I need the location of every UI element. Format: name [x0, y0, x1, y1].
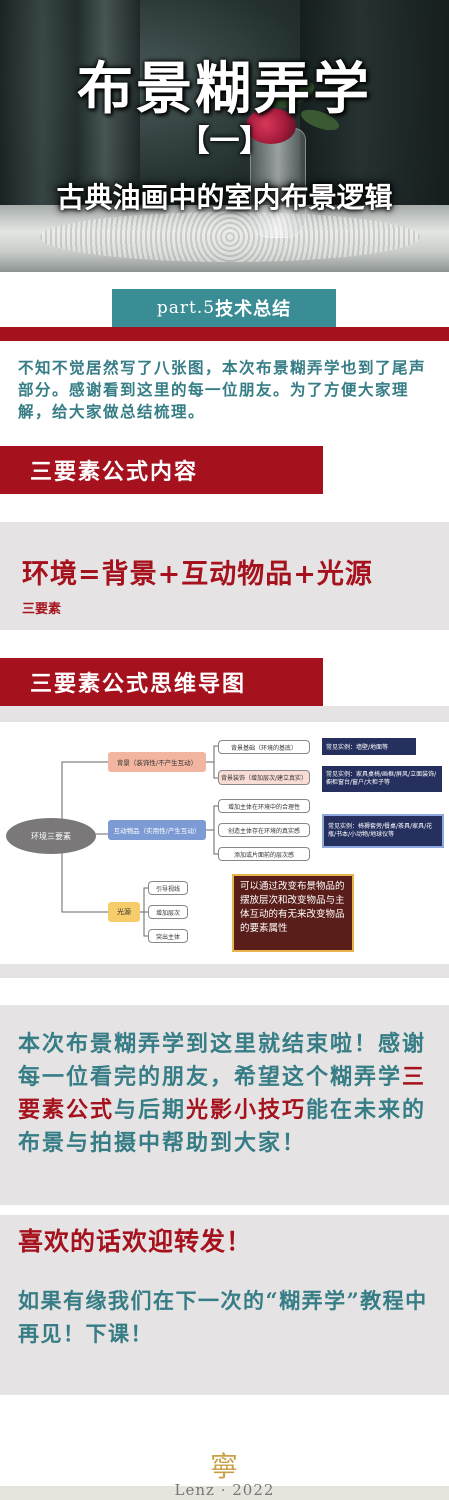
part-label-cn: 技术总结	[215, 299, 292, 320]
branch-background: 背景（装饰性/不产生互动）	[108, 752, 206, 772]
example-3: 常见实例：椅褥套旁/餐桌/茶具/家具/花瓶/书本/小动物/地球仪等	[322, 814, 444, 848]
section-title-formula: 三要素公式内容	[0, 446, 323, 494]
closing-text: 本次布景糊弄学到这里就结束啦！感谢每一位看完的朋友，希望这个糊弄学三要素公式与后…	[18, 1028, 442, 1160]
mindmap-note: 可以通过改变布景物品的摆放层次和改变物品与主体互动的有无来改变物品的要素属性	[232, 874, 354, 952]
branch-light: 光源	[108, 902, 140, 922]
light-item-2: 增加层次	[148, 905, 188, 919]
farewell-text: 如果有缘我们在下一次的“糊弄学”教程中再见！下课！	[18, 1288, 428, 1346]
red-flower	[246, 108, 296, 144]
intro-paragraph: 不知不觉居然写了八张图，本次布景糊弄学也到了尾声部分。感谢看到这里的每一位朋友。…	[18, 358, 427, 421]
section-title-mindmap: 三要素公式思维导图	[0, 658, 323, 706]
closing-text-a: 本次布景糊弄学到这里就结束啦！感谢每一位看完的朋友，希望这个糊弄学	[18, 1031, 427, 1090]
gray-strip	[0, 964, 449, 978]
hero-part: 【一】	[179, 124, 270, 159]
closing-text-e: 能在未来的布景与拍摄中帮助到大家！	[18, 1097, 427, 1156]
gray-strip	[0, 706, 449, 722]
red-divider	[0, 327, 449, 341]
obj-item-3: 添加或片面前的层次感	[218, 847, 310, 861]
example-1: 常见实例：墙壁/地面等	[322, 738, 416, 755]
closing-highlight-light: 光影小技巧	[186, 1097, 307, 1123]
lace-doily	[40, 212, 420, 262]
obj-item-2: 创造主体存在环境的真实感	[218, 823, 310, 837]
hero-title: 布景糊弄学	[77, 57, 372, 122]
share-prompt: 喜欢的话欢迎转发！	[18, 1227, 253, 1256]
example-2: 常见实例：家具桌椅/画框/屏风/立面装饰/橱柜窗台/窗户/大柜子等	[322, 766, 442, 792]
obj-item-1: 增加主体在环境中的合理性	[218, 799, 310, 813]
light-item-1: 引导视线	[148, 881, 188, 895]
hero-subtitle: 古典油画中的室内布景逻辑	[56, 181, 393, 214]
bg-item-1: 背景基础（环境的基底）	[218, 740, 310, 754]
mindmap-root: 环境三要素	[6, 818, 96, 854]
light-item-3: 突出主体	[148, 929, 188, 943]
closing-highlight-formula: 三要素公式	[18, 1064, 427, 1123]
hero-image	[0, 0, 449, 272]
closing-text-c: 与后期	[114, 1097, 187, 1123]
formula-note: 三要素	[22, 602, 62, 617]
seal-logo: 寧	[209, 1450, 238, 1483]
part-label-latin: part.5	[156, 298, 216, 318]
farewell-panel	[0, 1215, 449, 1395]
formula-text: 环境=背景+互动物品+光源	[22, 559, 373, 590]
closing-panel	[0, 1005, 449, 1205]
branch-objects: 互动物品（实用性/产生互动）	[108, 820, 206, 840]
mindmap: 环境三要素 背景（装饰性/不产生互动） 背景基础（环境的基底） 背景装饰（增加层…	[0, 722, 449, 964]
footer-band	[0, 1486, 449, 1500]
formula-panel	[0, 522, 449, 630]
signature: Lenz · 2022	[174, 1481, 275, 1499]
bg-item-2: 背景装饰（增加层次/建立真实）	[218, 770, 310, 785]
